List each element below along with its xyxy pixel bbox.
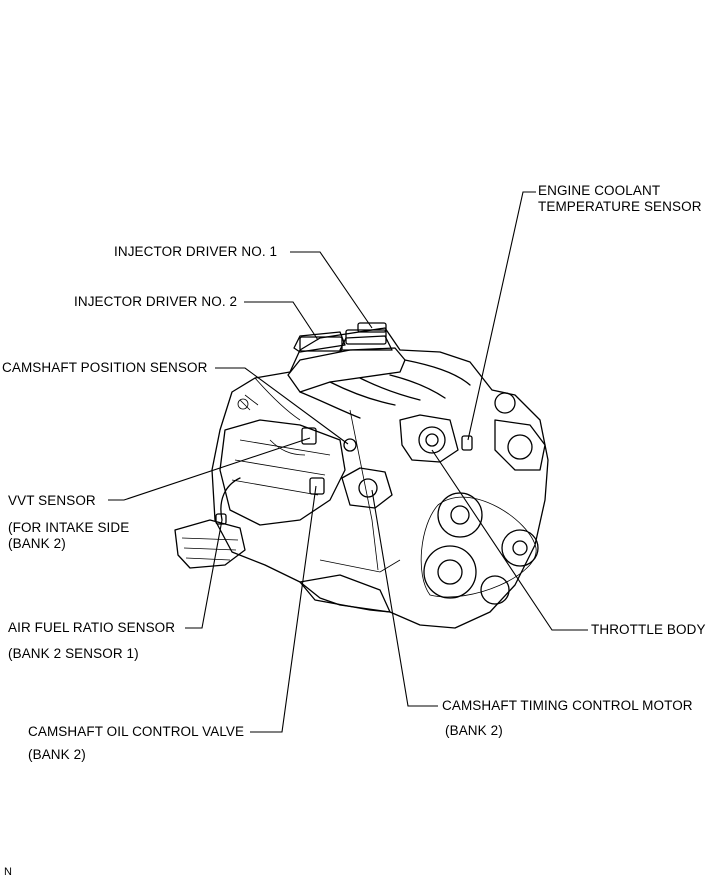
leader-injector-1 (290, 251, 373, 329)
label-vvt-sensor-note-1: (FOR INTAKE SIDE (8, 520, 130, 535)
label-camshaft-oil-control-valve-note: (BANK 2) (28, 747, 86, 762)
label-camshaft-oil-control-valve: CAMSHAFT OIL CONTROL VALVE (28, 724, 245, 739)
label-engine-coolant-line1: ENGINE COOLANT (538, 183, 661, 198)
leader-camshaft-position (215, 367, 349, 445)
engine-illustration (174, 322, 549, 629)
leader-lines (108, 191, 588, 733)
leader-vvt-sensor (108, 437, 311, 501)
label-engine-coolant-line2: TEMPERATURE SENSOR (538, 199, 702, 214)
leader-af-sensor (185, 519, 223, 629)
label-camshaft-timing-control-motor: CAMSHAFT TIMING CONTROL MOTOR (442, 698, 693, 713)
label-air-fuel-ratio-sensor: AIR FUEL RATIO SENSOR (8, 620, 176, 635)
label-throttle-body: THROTTLE BODY (591, 622, 706, 637)
label-vvt-sensor-note-2: (BANK 2) (8, 536, 66, 551)
leader-engine-coolant (467, 191, 536, 441)
leader-timing-motor (371, 489, 438, 707)
label-vvt-sensor: VVT SENSOR (8, 493, 96, 508)
label-injector-driver-1: INJECTOR DRIVER NO. 1 (114, 244, 278, 259)
label-air-fuel-ratio-sensor-note: (BANK 2 SENSOR 1) (8, 646, 139, 661)
label-injector-driver-2: INJECTOR DRIVER NO. 2 (74, 294, 238, 309)
leader-throttle-body (431, 449, 588, 631)
label-camshaft-position-sensor: CAMSHAFT POSITION SENSOR (2, 360, 208, 375)
leader-injector-2 (244, 301, 319, 341)
leader-oil-control-valve (250, 485, 317, 733)
figure-code: N (4, 866, 12, 878)
label-camshaft-timing-control-motor-note: (BANK 2) (445, 723, 503, 738)
